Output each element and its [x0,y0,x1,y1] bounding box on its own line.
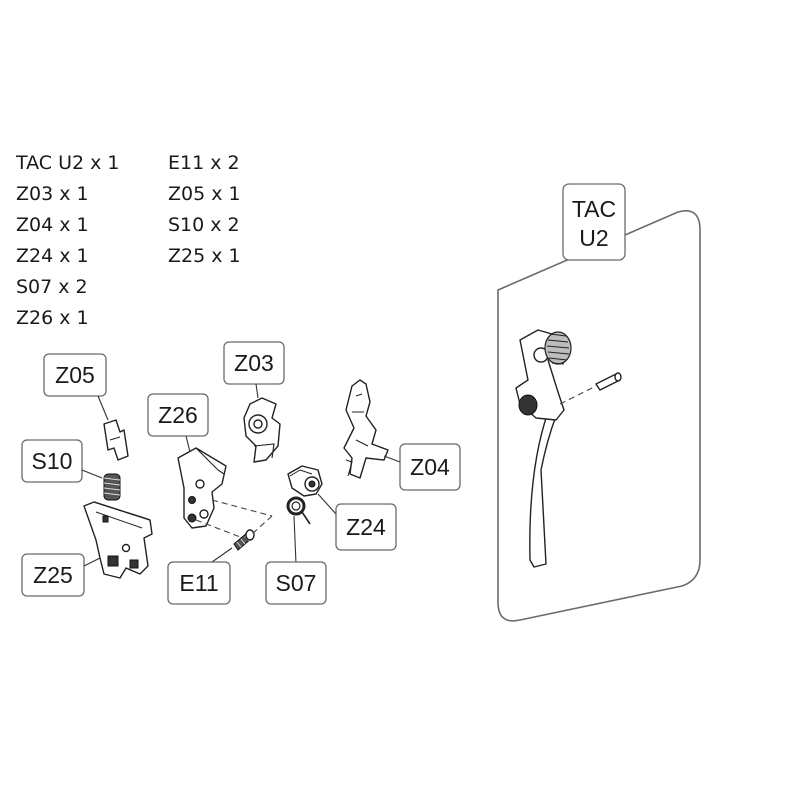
part-z24: Z24 [287,465,397,551]
parts-list-right: E11 x 2 Z05 x 1 S10 x 2 Z25 x 1 [168,148,241,272]
parts-list-item: Z03 x 1 [16,183,89,205]
label-s10 [21,439,83,483]
tac-u2-panel: TAC U2 [497,183,701,622]
knurl-lines [546,333,570,365]
label-z04 [399,443,461,491]
label-z25-text: Z25 [33,562,73,588]
label-z04-text: Z04 [410,454,450,480]
label-e11 [167,561,231,605]
parts-list-left: TAC U2 x 1 Z03 x 1 Z04 x 1 Z24 x 1 S07 x… [16,148,120,334]
parts-list-item: Z04 x 1 [16,214,89,236]
part-s10: S10 [21,439,121,501]
e11-pin [233,529,255,551]
s10-spring [103,473,121,501]
part-z03: Z03 [223,341,285,463]
trigger-blade [529,411,557,568]
parts-list-item: S10 x 2 [168,214,240,236]
part-z26: Z26 [147,393,273,541]
label-z05 [43,353,107,397]
z05-component [103,419,129,461]
tac-u2-panel-frame [497,210,701,622]
label-z24 [335,503,397,551]
label-tac-u2-line2: U2 [579,225,608,251]
z04-component [343,379,389,479]
part-z05: Z05 [43,353,129,461]
label-z03-text: Z03 [234,350,274,376]
trigger-cross-pin-hole [518,394,538,416]
label-z26-text: Z26 [158,402,198,428]
label-z03 [223,341,285,385]
parts-list-item: S07 x 2 [16,276,88,298]
label-s10-text: S10 [32,448,73,474]
parts-list-item: Z25 x 1 [168,245,241,267]
label-tac-u2 [562,183,626,261]
part-e11: E11 [167,515,273,605]
label-s07-text: S07 [276,570,317,596]
z25-component [83,501,153,579]
s07-spring [286,496,311,525]
parts-list-item: Z05 x 1 [168,183,241,205]
label-s07 [265,561,327,605]
assembly-axis [559,385,597,405]
parts-list-item: Z24 x 1 [16,245,89,267]
label-e11-text: E11 [179,570,218,596]
part-z25: Z25 [21,501,153,597]
part-z04: Z04 [343,379,461,491]
parts-list-item: TAC U2 x 1 [16,152,120,174]
parts-list-item: E11 x 2 [168,152,240,174]
label-z25 [21,553,85,597]
part-s07: S07 [265,496,327,605]
parts-list-item: Z26 x 1 [16,307,89,329]
label-z26 [147,393,209,437]
label-tac-u2-line1: TAC [572,196,616,222]
label-z24-text: Z24 [346,514,386,540]
label-z05-text: Z05 [55,362,95,388]
